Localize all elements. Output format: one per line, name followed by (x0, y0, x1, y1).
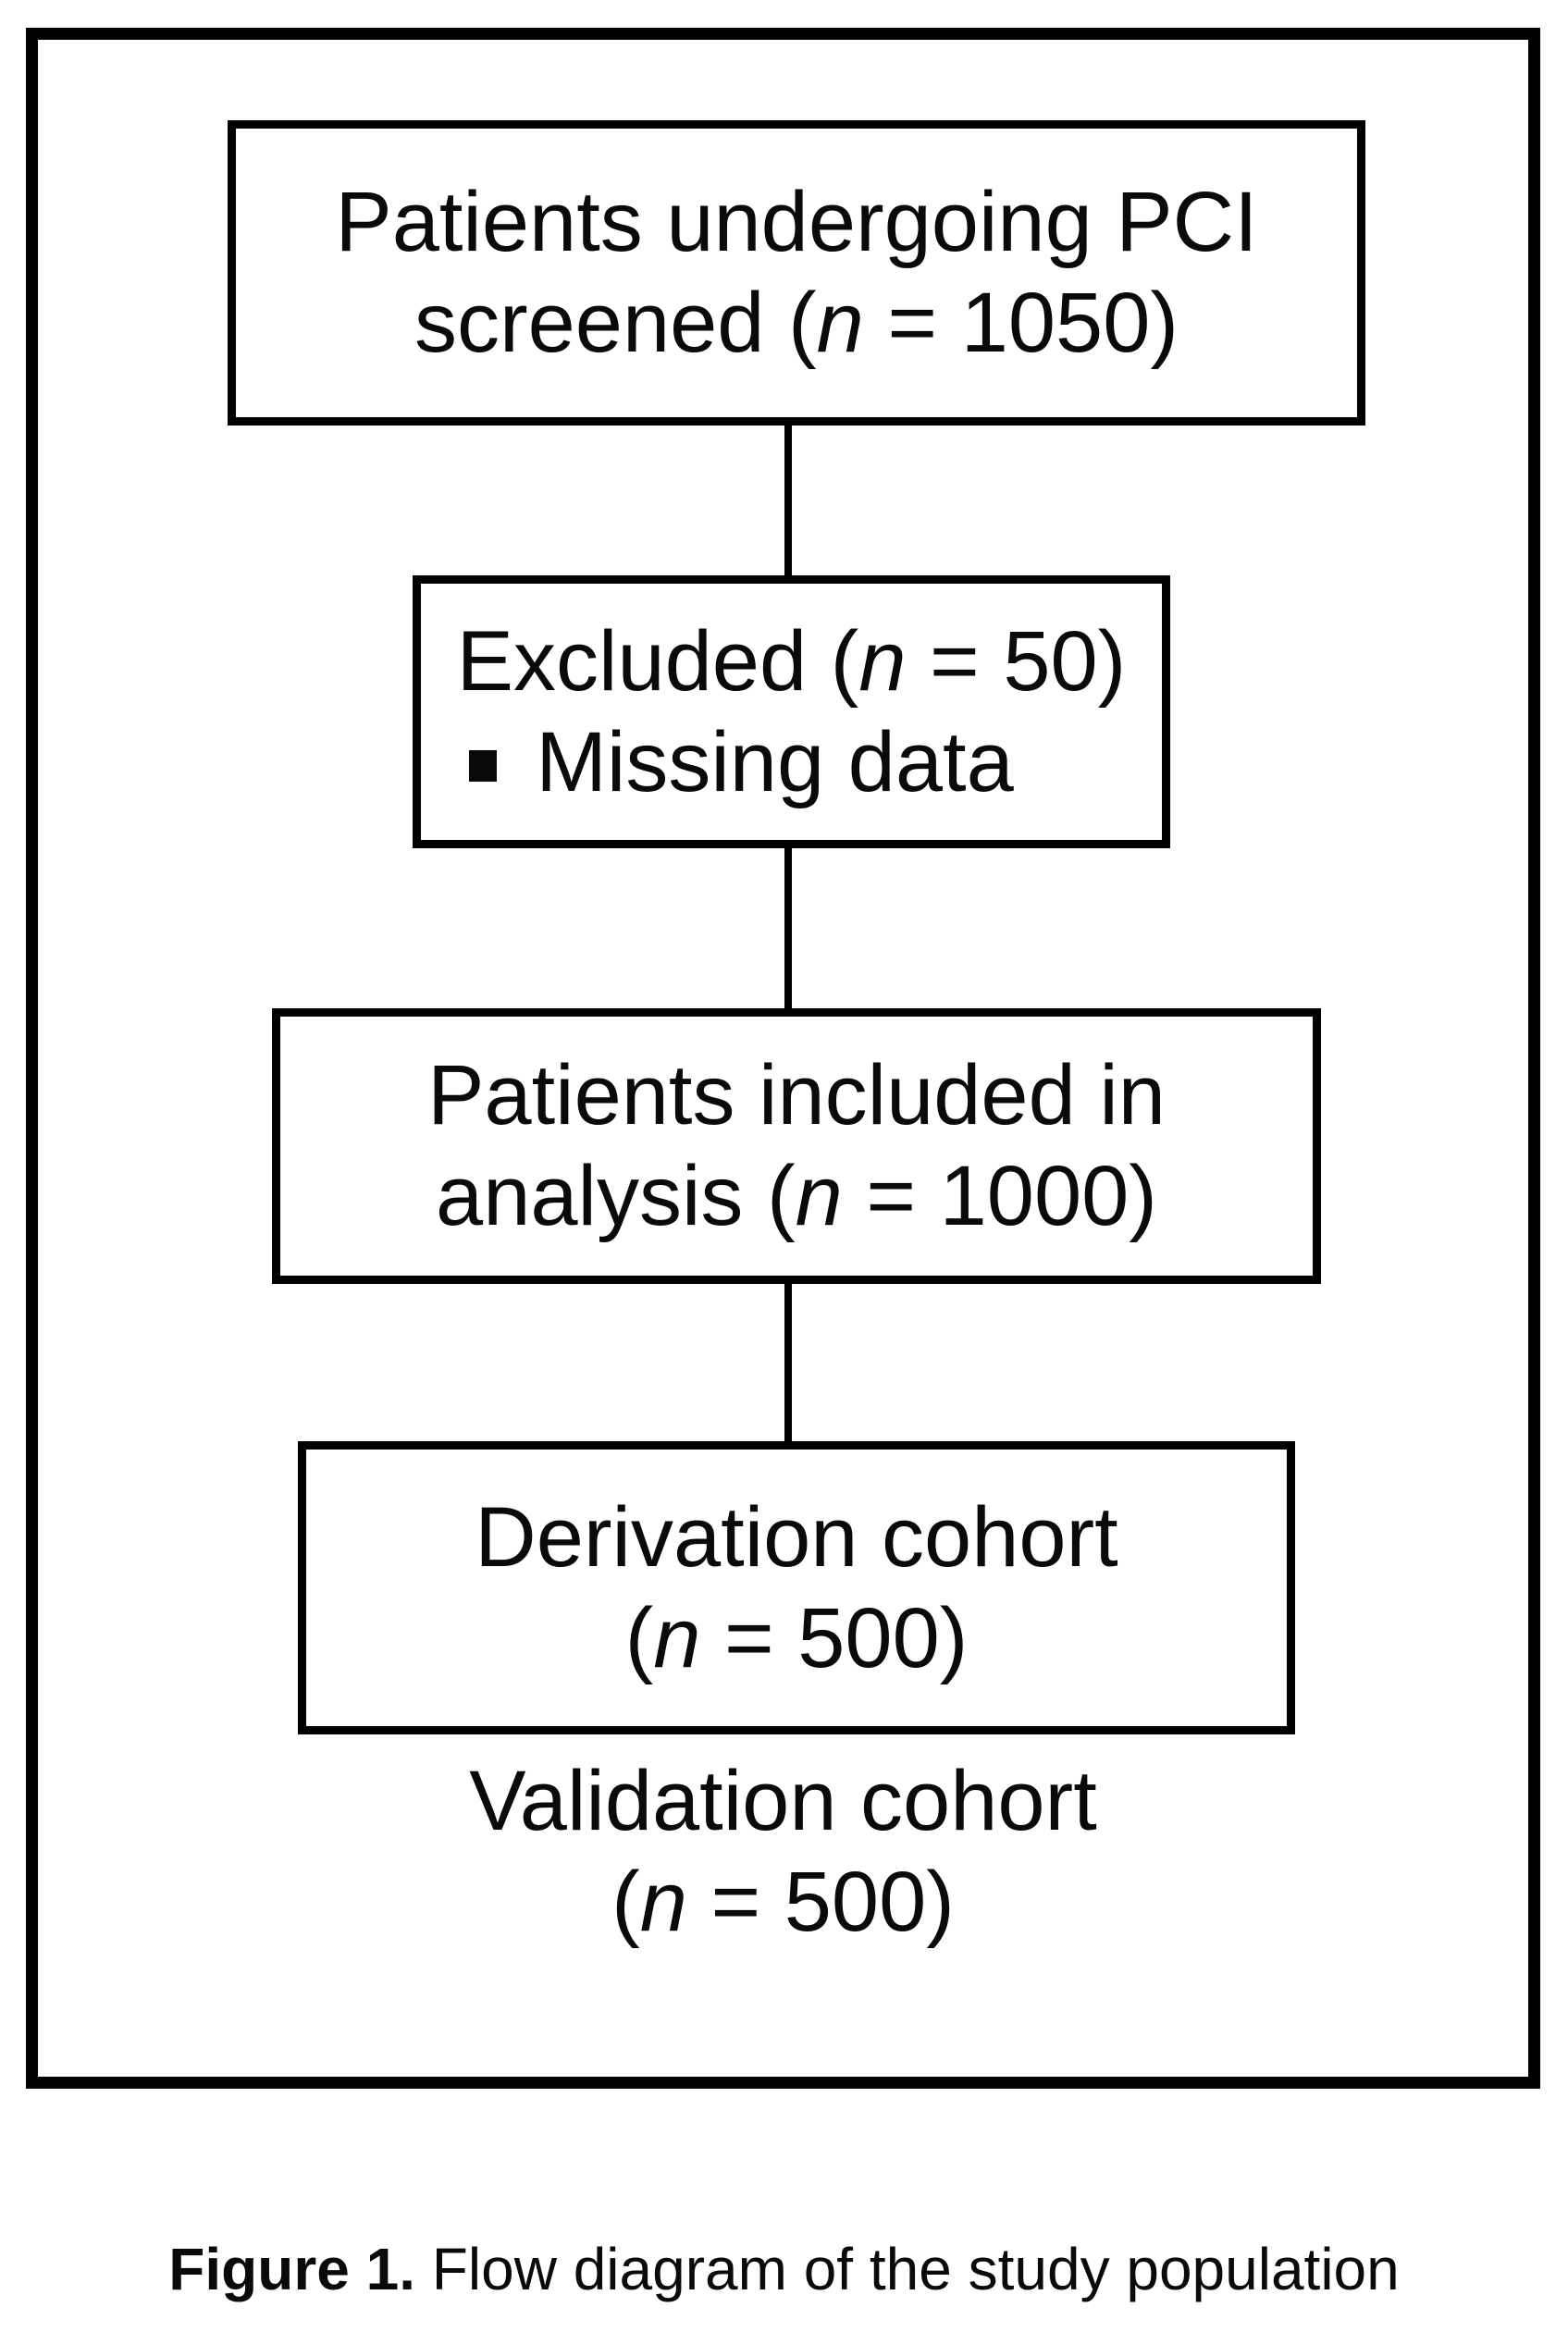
box-text-line: Patients included in (427, 1048, 1166, 1142)
box-text-line: analysis (n = 1000) (436, 1149, 1157, 1243)
square-bullet-icon (469, 749, 498, 782)
connector-line-included-to-derivation (784, 1279, 792, 1446)
box-text-line: screened (n = 1050) (414, 276, 1179, 370)
flow-box-excluded: Excluded (n = 50) Missing data (413, 575, 1170, 848)
italic-n: n (816, 276, 864, 370)
box-text-line: (n = 500) (611, 1855, 955, 1949)
connector-line-excluded-to-included (784, 844, 792, 1013)
italic-n: n (795, 1149, 843, 1243)
box-text-line: Excluded (n = 50) (456, 613, 1127, 709)
figure-caption: Figure 1. Flow diagram of the study popu… (0, 2227, 1568, 2311)
italic-n: n (858, 613, 907, 709)
box-text-line: Missing data (469, 712, 1014, 813)
flow-box-screened: Patients undergoing PCI screened (n = 10… (228, 120, 1365, 426)
italic-n: n (653, 1590, 701, 1685)
flow-box-included: Patients included in analysis (n = 1000) (272, 1008, 1321, 1284)
box-text-line: Derivation cohort (475, 1489, 1118, 1585)
italic-n: n (639, 1855, 687, 1949)
box-text-line: Patients undergoing PCI (335, 175, 1258, 269)
box-text-line: Validation cohort (469, 1754, 1097, 1848)
box-text-line: (n = 500) (624, 1590, 969, 1685)
flow-text-validation: Validation cohort (n = 500) (26, 1751, 1540, 1953)
figure-caption-text: Flow diagram of the study population (415, 2236, 1400, 2302)
connector-line-screened-to-excluded (784, 421, 792, 580)
flow-box-derivation: Derivation cohort (n = 500) (298, 1441, 1295, 1734)
figure-caption-label: Figure 1. (168, 2236, 415, 2302)
